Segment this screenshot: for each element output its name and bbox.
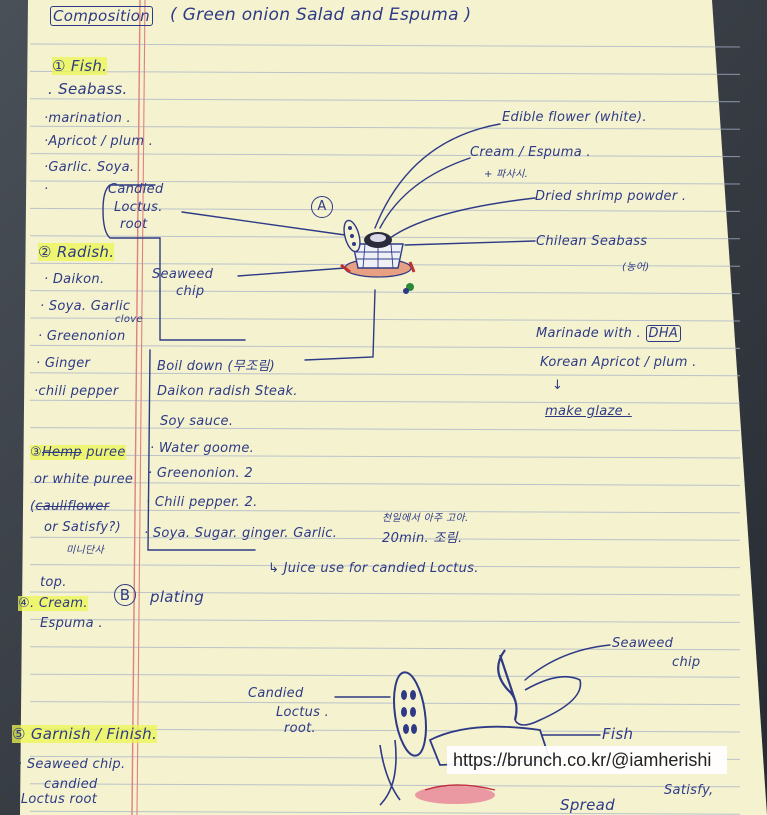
chili-pepper-2: · Chili pepper. 2. [146,495,258,510]
plating-candied-2: Loctus . [276,705,329,720]
seaweed-label-2: chip [176,284,204,299]
hemp-struck: Hemp [42,445,82,460]
marinade-prefix: Marinade with . [536,326,646,341]
bullet-mark: · [44,182,48,197]
candied-lotus-line-2: Loctus. [114,200,163,215]
water: · Water goome. [150,441,254,456]
cream-espuma-label: Cream / Espuma . [470,145,591,160]
fish-heading: ① Fish. [52,57,107,75]
cream-plus: + 파사시. [484,165,528,180]
garlic-soya: ·Garlic. Soya. [44,160,134,175]
candied-lotus-line-3: root [120,217,148,232]
white-puree: or white puree [34,472,133,487]
satisfy-note: or Satisfy?) [44,520,121,535]
marinade-boxed: DHA [646,325,682,342]
diagram-a-label: A [311,196,333,218]
apricot-plum: ·Apricot / plum . [44,134,153,149]
espuma-line: Espuma . [40,616,103,631]
candied-lotus-line-1: Candied [108,182,164,197]
plating-fish: Fish [602,725,633,743]
cream-line: ④. Cream. [18,596,88,611]
garnish-heading: ⑤ Garnish / Finish. [12,725,157,743]
soya-garlic: · Soya. Garlic [40,299,130,314]
greenonion-2: · Greenonion. 2 [148,466,253,481]
lotus-root-line: · Loctus root [12,792,97,807]
plating-candied-1: Candied [248,686,304,701]
ginger: · Ginger [36,356,90,371]
plating-spread: Spread [560,796,615,814]
plating-candied-3: root. [284,721,316,736]
edible-flower: Edible flower (white). [502,110,647,125]
make-glaze: make glaze . [545,404,632,419]
composition-label: Composition [50,6,153,26]
down-arrow: ↓ [552,378,563,393]
boil-down: Boil down (무조림) [157,355,275,374]
seabass: . Seabass. [48,80,128,98]
cauliflower-struck: cauliflower [35,499,109,514]
candied-line: candied [44,777,98,792]
korean-top-note: 천일에서 아주 고아. [382,509,468,524]
plating-seaweed-1: Seaweed [612,636,673,651]
daikon: · Daikon. [44,272,104,287]
korean-note: 미니단사 [66,541,104,556]
hemp-number: ③ [30,445,42,460]
chilean-korean: (농어) [622,258,649,273]
plating-satisfy: Satisfy, [664,783,714,798]
greenonion: · Greenonion [38,329,126,344]
soy-sauce: Soy sauce. [160,414,233,429]
dried-shrimp: Dried shrimp powder . [535,189,686,204]
plating-seaweed-2: chip [672,655,700,670]
page-title: ( Green onion Salad and Espuma ) [170,5,471,25]
korean-apricot: Korean Apricot / plum . [540,355,697,370]
seaweed-label-1: Seaweed [152,267,213,282]
soya-sugar: · Soya. Sugar. ginger. Garlic. [144,526,337,541]
twenty-min: 20min. 조림. [382,527,462,546]
top-label: top. [40,575,67,590]
chilean-seabass: Chilean Seabass [536,234,647,249]
seaweed-chip: · Seaweed chip. [18,757,125,772]
daikon-steak: Daikon radish Steak. [157,384,298,399]
watermark-url[interactable]: https://brunch.co.kr/@iamherishi [447,746,727,774]
soya-garlic-clove: clove [115,314,143,325]
marination: ·marination . [44,111,131,126]
radish-heading: ② Radish. [38,243,114,261]
plating-b-label: B [114,584,136,606]
hemp-puree: puree [82,445,126,460]
plating-title: plating [150,588,204,606]
chili-pepper: ·chili pepper [34,384,118,399]
juice-note: ↳ Juice use for candied Loctus. [268,561,479,576]
